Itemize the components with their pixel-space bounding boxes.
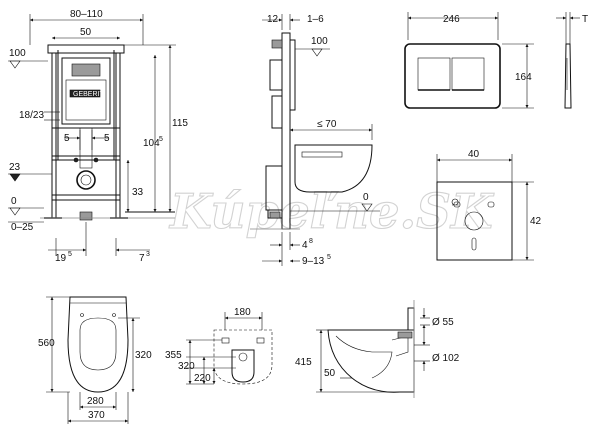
dim-pad-width: 40 [468,149,480,160]
dim-side-offset: 50 [324,368,336,379]
frame-front-view: 80–110 50 GEBERIT [8,9,188,264]
dim-side-bottom-b-sup: 5 [327,254,331,261]
dim-floor-range: 0–25 [11,222,34,233]
dim-back-h3: 220 [194,373,211,384]
dim-plate-height: 164 [515,72,532,83]
svg-text:GEBERIT: GEBERIT [73,91,104,98]
dim-height-inner: 104 [143,138,160,149]
dim-pad-height: 42 [530,216,542,227]
dim-side-bottom-a: 4 [302,240,308,251]
bowl-back-view: 180 355 320 220 [165,307,273,385]
dim-drain-offset: 18/23 [19,110,44,121]
dim-width-range: 80–110 [70,9,103,20]
dim-side-top-b: 1–6 [307,14,324,25]
dim-height-total: 115 [172,118,188,129]
dim-bottom-right-sup: 3 [146,251,150,258]
dim-side-d1: Ø 55 [432,317,454,328]
sound-pad-view: 40 42 [436,149,542,261]
dim-bowl-length: 560 [38,338,55,349]
dim-plate-thickness: T [582,14,588,25]
frame-side-view: 12 1–6 100 ≤ 70 0 4 8 9–1 [250,14,380,267]
dim-bowl-height: 33 [132,187,144,198]
dim-back-holes: 180 [234,307,251,318]
dim-bottom-left-sup: 5 [68,251,72,258]
flush-plate-view: 246 164 T [404,12,588,109]
dim-side-height: 415 [295,357,312,368]
level-floor: 0 [11,196,17,207]
dim-left-offset: 5 [64,133,70,144]
level-pipe: 23 [9,162,21,173]
dim-bottom-right: 7 [139,253,145,264]
dim-right-offset: 5 [104,133,110,144]
dim-side-top-a: 12 [267,14,279,25]
bowl-side-view: 415 50 Ø 55 Ø 102 [295,300,460,398]
dim-plate-width: 246 [443,14,460,25]
bowl-top-view: 560 320 280 370 [38,296,152,424]
dim-side-bottom-b: 9–13 [302,256,325,267]
watermark: Kúpeľne.SK [168,184,495,240]
dim-side-d2: Ø 102 [432,353,460,364]
level-top: 100 [9,48,26,59]
side-level-top: 100 [311,36,328,47]
dim-bowl-width: 370 [88,410,105,421]
dim-side-bottom-a-sup: 8 [309,238,313,245]
dim-bowl-projection: ≤ 70 [317,119,337,130]
side-level-floor: 0 [363,192,369,203]
dim-back-h2: 320 [178,361,195,372]
dim-bowl-inner: 320 [135,350,152,361]
dim-inner-width: 50 [80,27,92,38]
dim-bottom-left: 19 [55,253,67,264]
dim-height-inner-sup: 5 [159,136,163,143]
dim-back-h1: 355 [165,350,182,361]
dim-bowl-width-inner: 280 [87,396,104,407]
